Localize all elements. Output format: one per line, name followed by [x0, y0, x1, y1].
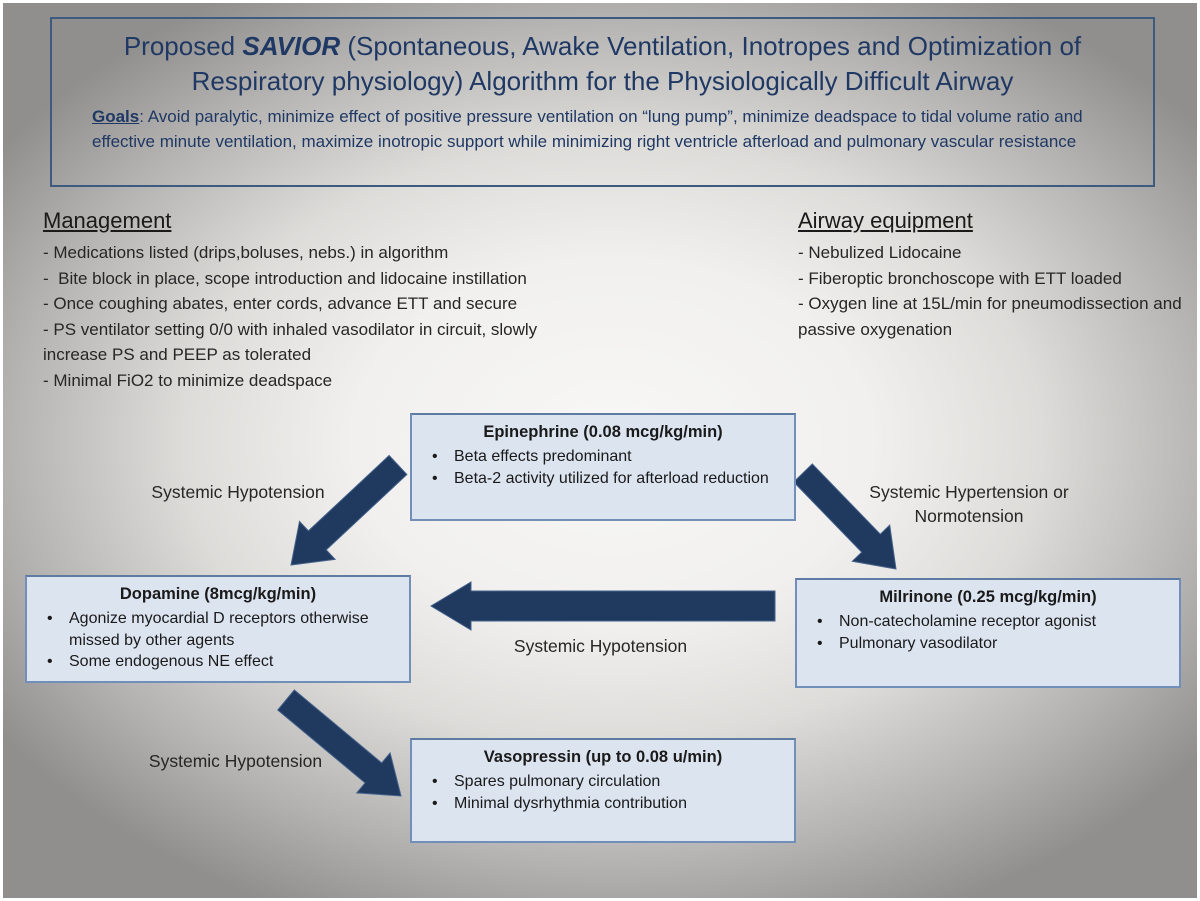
airway-item: - Fiberoptic bronchoscope with ETT loade…	[798, 268, 1122, 288]
arrow-dopamine-to-vasopressin-icon	[276, 689, 402, 797]
page-title: Proposed SAVIOR (Spontaneous, Awake Vent…	[90, 29, 1115, 99]
arrow-label-systemic-hypotension: Systemic Hypotension	[513, 636, 688, 656]
dopamine-title: Dopamine (8mcg/kg/min)	[119, 585, 317, 603]
epinephrine-bullet: •Beta effects predominant	[426, 446, 780, 468]
arrow-label-systemic-hypotension: Systemic Hypotension	[151, 482, 325, 502]
milrinone-bullet: •Non-catecholamine receptor agonist	[811, 611, 1165, 633]
management-item: - PS ventilator setting 0/0 with inhaled…	[43, 319, 542, 365]
bullet-icon: •	[817, 613, 823, 630]
bullet-icon: •	[47, 610, 53, 627]
goals-label: Goals	[92, 107, 140, 127]
vasopressin-bullet: •Spares pulmonary circulation	[426, 771, 780, 793]
arrow-milrinone-to-dopamine-icon	[430, 581, 776, 631]
arrow-label-systemic-hypertension-or-normotension: Systemic Hypertension or Normotension	[869, 482, 1069, 526]
management-section: Management - Medications listed (drips,b…	[43, 208, 575, 393]
airway-equipment-heading: Airway equipment	[798, 208, 973, 233]
bullet-icon: •	[432, 773, 438, 790]
airway-equipment-section: Airway equipment - Nebulized Lidocaine -…	[798, 208, 1194, 342]
vasopressin-bullet: •Minimal dysrhythmia contribution	[426, 793, 780, 815]
bullet-icon: •	[432, 469, 438, 487]
vasopressin-box: Vasopressin (up to 0.08 u/min) •Spares p…	[410, 738, 796, 843]
management-item: - Bite block in place, scope introductio…	[43, 268, 527, 288]
epinephrine-bullet: •Beta-2 activity utilized for afterload …	[426, 468, 780, 490]
arrow-label-systemic-hypotension: Systemic Hypotension	[148, 751, 323, 771]
airway-item: - Oxygen line at 15L/min for pneumodisse…	[798, 294, 1187, 339]
arrow-epinephrine-to-dopamine-icon	[290, 454, 408, 566]
epinephrine-box: Epinephrine (0.08 mcg/kg/min) •Beta effe…	[410, 413, 796, 521]
milrinone-box: Milrinone (0.25 mcg/kg/min) •Non-catecho…	[795, 578, 1181, 688]
flowchart-arrows	[276, 454, 897, 797]
dopamine-bullet: •Agonize myocardial D receptors otherwis…	[41, 608, 395, 651]
bullet-icon: •	[432, 794, 438, 812]
vasopressin-title: Vasopressin (up to 0.08 u/min)	[483, 748, 723, 766]
milrinone-bullet: •Pulmonary vasodilator	[811, 633, 1165, 655]
title-prefix: Proposed	[123, 31, 243, 61]
management-heading: Management	[43, 208, 172, 233]
airway-item: - Nebulized Lidocaine	[798, 243, 962, 262]
arrow-epinephrine-to-milrinone-icon	[792, 463, 897, 570]
goals-text: Goals: Avoid paralytic, minimize effect …	[90, 105, 1115, 154]
bullet-icon: •	[817, 634, 823, 652]
title-box: Proposed SAVIOR (Spontaneous, Awake Vent…	[50, 17, 1155, 187]
epinephrine-title: Epinephrine (0.08 mcg/kg/min)	[483, 423, 723, 441]
title-acronym: SAVIOR	[242, 31, 341, 61]
management-item: - Once coughing abates, enter cords, adv…	[43, 294, 518, 313]
milrinone-title: Milrinone (0.25 mcg/kg/min)	[879, 588, 1097, 606]
bullet-icon: •	[47, 653, 53, 671]
dopamine-box: Dopamine (8mcg/kg/min) •Agonize myocardi…	[25, 575, 411, 683]
goals-body: : Avoid paralytic, minimize effect of po…	[92, 107, 1083, 151]
management-item: - Minimal FiO2 to minimize deadspace	[43, 370, 333, 390]
bullet-icon: •	[432, 448, 438, 465]
dopamine-bullet: •Some endogenous NE effect	[41, 651, 395, 673]
management-item: - Medications listed (drips,boluses, neb…	[43, 243, 449, 262]
title-suffix: (Spontaneous, Awake Ventilation, Inotrop…	[191, 31, 1082, 97]
